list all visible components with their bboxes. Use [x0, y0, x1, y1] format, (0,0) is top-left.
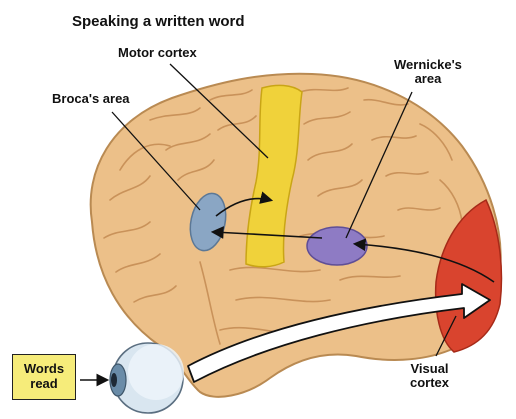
label-visual-cortex: Visual cortex: [410, 361, 450, 391]
diagram-title: Speaking a written word: [72, 13, 245, 30]
words-read-line2: read: [30, 376, 58, 391]
words-read-line1: Words: [23, 361, 65, 377]
wernickes-area-region: [306, 226, 368, 266]
eye-icon: [109, 342, 184, 414]
brain-gyri: [103, 87, 463, 345]
label-visual-line1: Visual: [410, 361, 449, 376]
label-brocas-area: Broca's area: [52, 91, 130, 106]
pathway-arrows: [210, 191, 495, 283]
label-wernickes-line2: area: [414, 71, 442, 87]
leader-lines: [111, 63, 457, 357]
label-wernickes-line1: Wernicke's: [394, 57, 462, 72]
label-wernickes-area: Wernicke's area: [394, 57, 462, 87]
words-read-box: Words read: [12, 354, 76, 400]
visual-pathway-arrow: [187, 283, 491, 383]
label-visual-line2: cortex: [410, 375, 450, 391]
motor-cortex-region: [245, 84, 303, 268]
visual-cortex-region: [434, 198, 503, 353]
label-motor-cortex: Motor cortex: [118, 45, 197, 60]
